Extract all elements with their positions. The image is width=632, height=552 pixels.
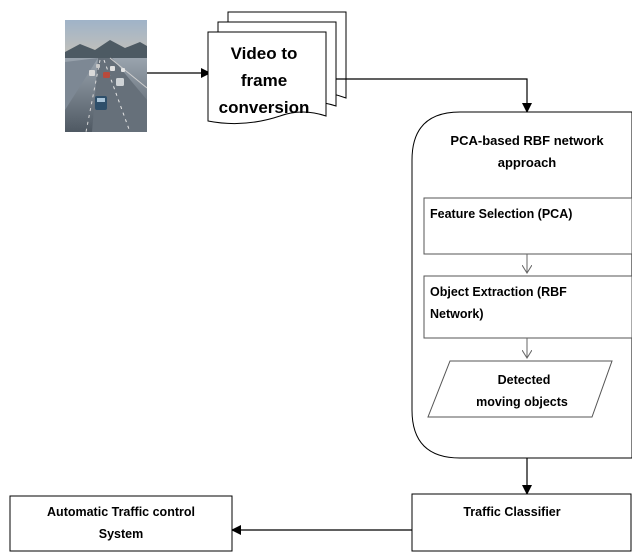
connector-video-to-pca bbox=[336, 78, 532, 113]
node-traffic-classifier: Traffic Classifier bbox=[411, 493, 632, 552]
node-automatic-traffic-control: Automatic Traffic control System bbox=[9, 495, 233, 552]
traffic-classifier-label: Traffic Classifier bbox=[463, 505, 560, 519]
video-to-frame-line1: Video to bbox=[231, 44, 298, 63]
video-to-frame-line2: frame bbox=[241, 71, 287, 90]
object-extraction-line2: Network) bbox=[430, 307, 483, 321]
node-video-to-frame: Video to frame conversion bbox=[207, 11, 347, 125]
node-detected-moving-objects: Detected moving objects bbox=[427, 360, 613, 418]
automatic-control-line1: Automatic Traffic control bbox=[47, 505, 195, 519]
node-feature-selection: Feature Selection (PCA) bbox=[423, 197, 632, 255]
video-to-frame-line3: conversion bbox=[219, 98, 310, 117]
pca-rbf-title-line1: PCA-based RBF network bbox=[450, 133, 604, 148]
object-extraction-line1: Object Extraction (RBF bbox=[430, 285, 567, 299]
highway-traffic-photo bbox=[65, 20, 148, 133]
detected-line1: Detected bbox=[498, 373, 551, 387]
detected-line2: moving objects bbox=[476, 395, 568, 409]
feature-selection-label: Feature Selection (PCA) bbox=[430, 207, 572, 221]
node-object-extraction: Object Extraction (RBF Network) bbox=[423, 275, 632, 339]
pca-rbf-title-line2: approach bbox=[498, 155, 557, 170]
automatic-control-line2: System bbox=[99, 527, 143, 541]
